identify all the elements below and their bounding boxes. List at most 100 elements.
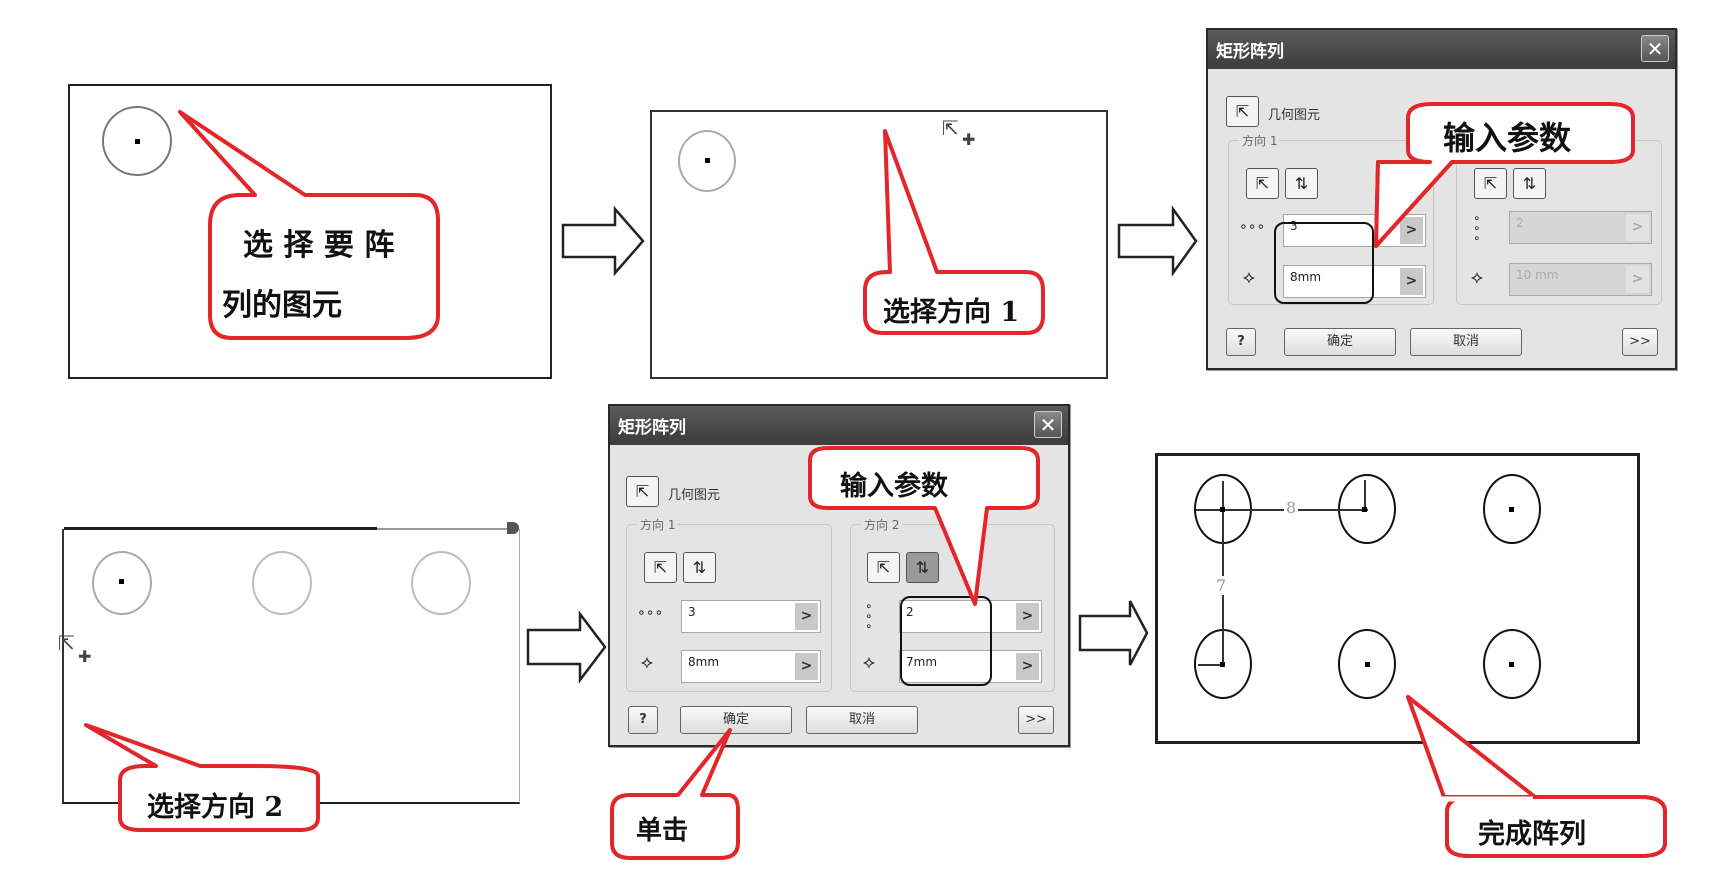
help-button[interactable]: ? <box>1226 328 1256 356</box>
callout-text-step5: 输入参数 <box>840 471 948 502</box>
dialog-title: 矩形阵列 <box>1216 42 1284 62</box>
more-options-button[interactable]: >> <box>1622 328 1658 356</box>
direction2-count-input[interactable]: 2 > <box>1509 211 1652 244</box>
direction2-spacing-input[interactable]: 10 mm > <box>1509 263 1652 296</box>
chevron-right-icon[interactable]: > <box>1016 653 1039 680</box>
direction2-select-button[interactable]: ⇱ <box>867 552 900 583</box>
dimension-line-stub <box>1198 664 1223 666</box>
chevron-right-icon[interactable]: > <box>1400 217 1423 244</box>
direction2-spacing-value: 7mm <box>906 655 938 669</box>
direction2-flip-button[interactable]: ⇅ <box>1513 168 1546 199</box>
direction1-spacing-input[interactable]: 8mm > <box>1283 265 1426 298</box>
callout-text-step4: 选择方向 2 <box>147 792 284 823</box>
direction1-flip-button[interactable]: ⇅ <box>1285 168 1318 199</box>
close-button[interactable]: ✕ <box>1034 411 1062 438</box>
count-icon: ∘∘∘ <box>637 605 664 621</box>
direction2-label: 方向 2 <box>861 516 903 533</box>
cancel-button[interactable]: 取消 <box>806 706 918 734</box>
direction1-flip-button[interactable]: ⇅ <box>683 552 716 583</box>
callout-text-step2: 选择方向 1 <box>883 297 1020 328</box>
preview-circle <box>252 551 312 615</box>
circle-center-point <box>135 139 140 144</box>
spacing-icon: ⟡ <box>1243 267 1255 288</box>
sketch-canvas-step4: ⇱ ✚ <box>58 522 520 804</box>
ok-button[interactable]: 确定 <box>680 706 792 734</box>
direction1-preview-line <box>64 527 377 530</box>
next-arrow-icon <box>561 205 645 277</box>
dialog-title: 矩形阵列 <box>618 418 686 438</box>
source-circle[interactable] <box>102 106 172 176</box>
callout-text-step3: 输入参数 <box>1443 119 1572 157</box>
dialog-titlebar[interactable]: 矩形阵列 ✕ <box>1208 30 1675 69</box>
dimension-anchor-point <box>1220 507 1225 512</box>
direction1-spacing-input[interactable]: 8mm > <box>681 650 821 683</box>
dimension-line-vertical <box>1222 481 1224 665</box>
rectangular-pattern-dialog-step3: 矩形阵列 ✕ ⇱ 几何图元 方向 1 ⇱ ⇅ ∘∘∘ 3 > ⟡ 8mm > ⇱… <box>1206 28 1677 370</box>
dimension-line-stub <box>1364 480 1366 510</box>
chevron-right-icon[interactable]: > <box>1016 603 1039 630</box>
direction1-select-button[interactable]: ⇱ <box>644 552 677 583</box>
circle-center-point <box>1365 662 1370 667</box>
close-button[interactable]: ✕ <box>1641 35 1669 62</box>
direction1-count-input[interactable]: 3 > <box>681 600 821 633</box>
pattern-circle[interactable] <box>1483 474 1541 544</box>
callout-text-step1-line1: 选 择 要 阵 <box>243 228 395 263</box>
circle-center-point <box>1509 662 1514 667</box>
ok-button[interactable]: 确定 <box>1284 328 1396 356</box>
chevron-right-icon[interactable]: > <box>1626 266 1649 293</box>
direction2-group: ⇱ ⇅ ∘∘∘ 2 > ⟡ 10 mm > <box>1456 140 1662 305</box>
pattern-circle[interactable] <box>1338 629 1396 699</box>
cancel-button[interactable]: 取消 <box>1410 328 1522 356</box>
count-vertical-icon: ∘∘∘ <box>1473 211 1481 245</box>
pattern-circle[interactable] <box>1483 629 1541 699</box>
circle-center-point <box>705 158 710 163</box>
source-circle[interactable] <box>92 551 152 615</box>
direction2-flip-button[interactable]: ⇅ <box>906 552 939 583</box>
direction1-select-button[interactable]: ⇱ <box>1246 168 1279 199</box>
dimension-anchor-point <box>1362 507 1367 512</box>
direction-arrowhead-icon <box>507 522 519 534</box>
source-circle[interactable] <box>678 130 736 192</box>
direction1-group: 方向 1 ⇱ ⇅ ∘∘∘ 3 > ⟡ 8mm > <box>626 516 832 692</box>
spacing-icon: ⟡ <box>641 652 653 673</box>
chevron-right-icon[interactable]: > <box>1626 214 1649 241</box>
dimension-anchor-point <box>1220 662 1225 667</box>
geometry-label: 几何图元 <box>1268 108 1321 123</box>
dialog-titlebar[interactable]: 矩形阵列 ✕ <box>610 406 1068 445</box>
direction2-select-button[interactable]: ⇱ <box>1474 168 1507 199</box>
count-vertical-icon: ∘∘∘ <box>865 599 873 633</box>
help-button[interactable]: ? <box>628 706 658 734</box>
callout-text-step6: 完成阵列 <box>1478 819 1586 850</box>
cursor-select-icon: ⇱ <box>942 116 959 140</box>
direction1-preview-line-faded <box>377 528 507 530</box>
chevron-right-icon[interactable]: > <box>1400 268 1423 295</box>
geometry-select-button[interactable]: ⇱ <box>1226 96 1259 127</box>
geometry-select-button[interactable]: ⇱ <box>626 476 659 507</box>
dimension-line-horizontal <box>1196 509 1368 511</box>
count-icon: ∘∘∘ <box>1239 219 1266 235</box>
direction1-count-value: 3 <box>688 605 696 619</box>
more-options-button[interactable]: >> <box>1018 706 1054 734</box>
input-highlight-box <box>900 596 992 686</box>
dimension-value-horizontal[interactable]: 8 <box>1284 498 1299 517</box>
chevron-right-icon[interactable]: > <box>795 653 818 680</box>
cursor-select-icon: ⇱ <box>58 631 75 655</box>
spacing-icon: ⟡ <box>863 652 875 673</box>
next-arrow-icon <box>1078 600 1149 666</box>
direction2-spacing-input[interactable]: 7mm > <box>899 650 1042 683</box>
geometry-label: 几何图元 <box>668 488 721 503</box>
direction2-count-value: 2 <box>906 605 914 619</box>
dimension-value-vertical[interactable]: 7 <box>1216 576 1227 595</box>
chevron-right-icon[interactable]: > <box>795 603 818 630</box>
circle-center-point <box>119 579 124 584</box>
sketch-canvas-result: 8 7 <box>1155 453 1640 744</box>
direction2-count-input[interactable]: 2 > <box>899 600 1042 633</box>
callout-text-click: 单击 <box>636 816 689 846</box>
direction2-group: 方向 2 ⇱ ⇅ ∘∘∘ 2 > ⟡ 7mm > <box>850 516 1055 692</box>
next-arrow-icon <box>526 610 607 684</box>
